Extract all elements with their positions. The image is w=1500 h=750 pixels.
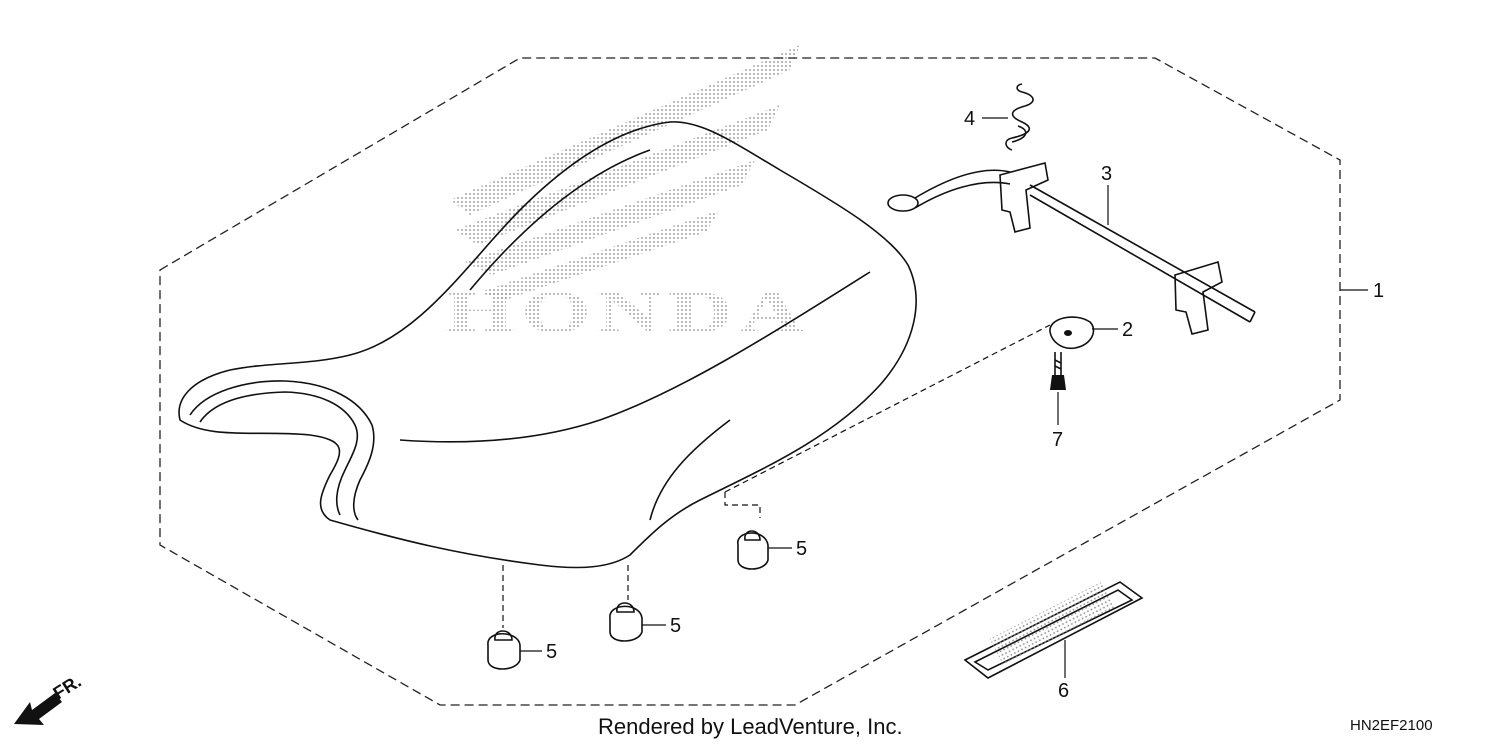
callout-1: 1 bbox=[1373, 280, 1384, 302]
spring-part bbox=[1005, 83, 1034, 151]
callout-7: 7 bbox=[1052, 429, 1063, 451]
seat-assembly bbox=[178, 121, 917, 569]
diagram-code: HN2EF2100 bbox=[1350, 717, 1433, 734]
plate-part bbox=[1049, 316, 1095, 350]
seat-lock-rod-part bbox=[887, 162, 1256, 335]
callout-2: 2 bbox=[1122, 319, 1133, 341]
assembly-boundary bbox=[159, 57, 1341, 706]
bolt-part bbox=[1050, 352, 1066, 390]
honda-wing-icon bbox=[450, 45, 800, 300]
strap-part bbox=[963, 581, 1144, 679]
rubber-mount-part bbox=[737, 530, 769, 570]
render-credit: Rendered by LeadVenture, Inc. bbox=[598, 714, 903, 739]
callout-5a: 5 bbox=[796, 538, 807, 560]
callout-4: 4 bbox=[964, 108, 975, 130]
callout-3: 3 bbox=[1101, 163, 1112, 185]
rubber-mount-part bbox=[609, 602, 643, 642]
callout-5b: 5 bbox=[670, 615, 681, 637]
front-direction-arrow-icon bbox=[14, 693, 62, 725]
callout-6: 6 bbox=[1058, 680, 1069, 702]
callout-5c: 5 bbox=[546, 641, 557, 663]
honda-wordmark: HONDA bbox=[445, 279, 810, 345]
rubber-mount-part bbox=[487, 630, 521, 670]
